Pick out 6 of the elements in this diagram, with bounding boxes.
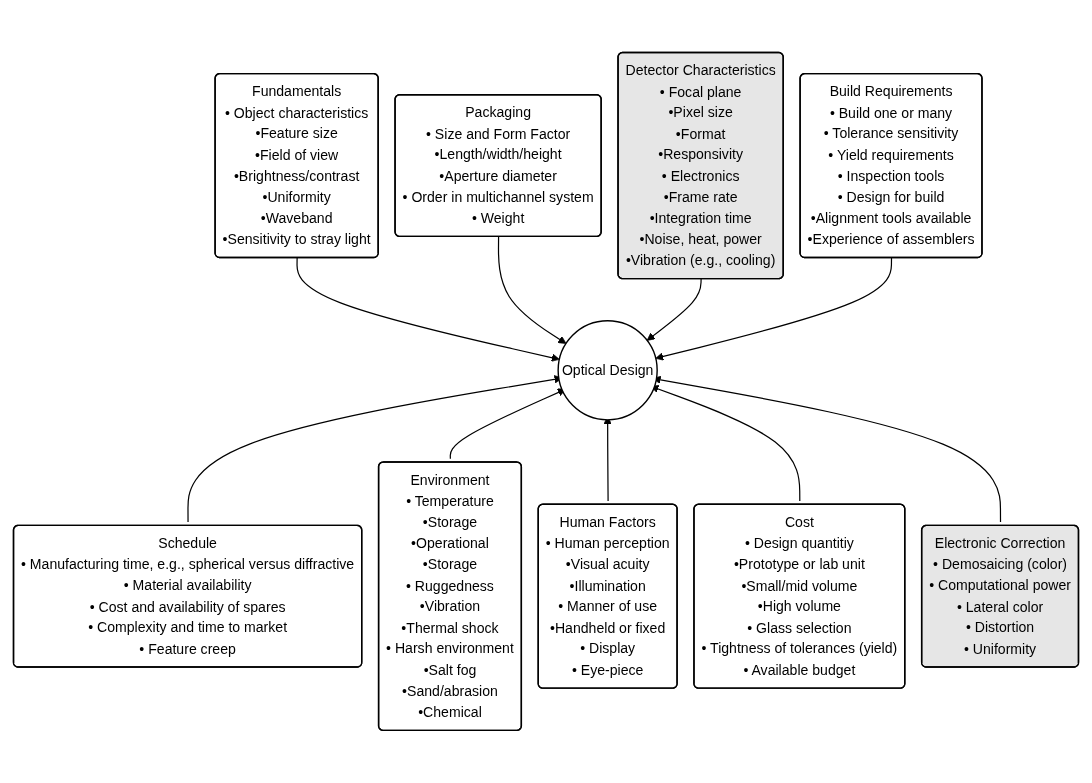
node-circle: Optical Design <box>557 320 658 421</box>
arrow <box>655 257 893 361</box>
arrow <box>296 257 560 362</box>
arrow <box>652 375 1002 523</box>
arrow <box>646 278 702 341</box>
arrow <box>497 236 567 344</box>
